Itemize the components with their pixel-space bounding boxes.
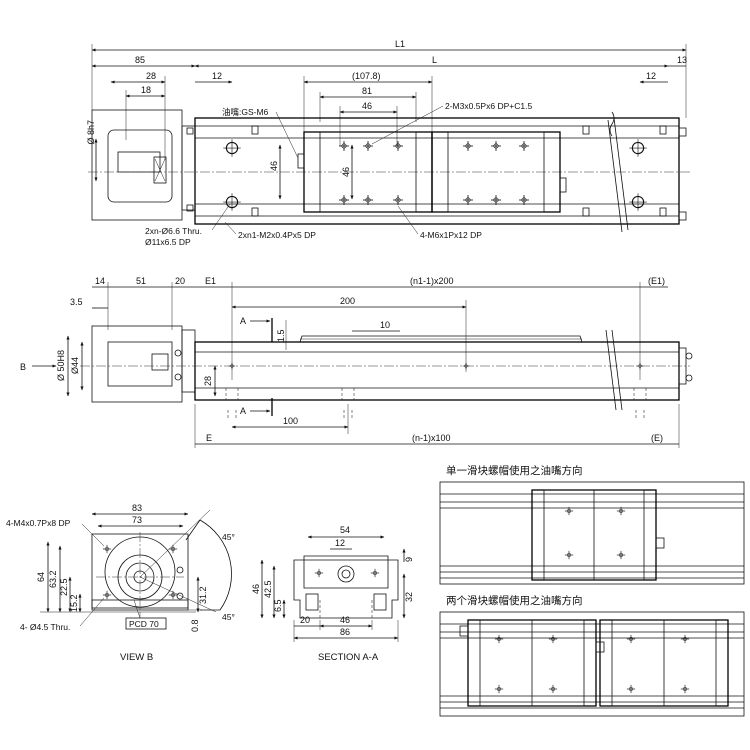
dim-0-8: 0.8 <box>190 619 200 632</box>
dim-46b-sec: 46 <box>340 615 350 625</box>
dim-14: 14 <box>95 276 105 286</box>
counterbore-label: Ø11x6.5 DP <box>145 237 191 247</box>
dim-phi50: Ø 50H8 <box>56 350 66 381</box>
dim-28: 28 <box>146 71 156 81</box>
dim-12-right: 12 <box>646 71 656 81</box>
dim-E1-left: E1 <box>205 276 216 286</box>
tap-label-3: 4-M6x1Px12 DP <box>420 230 482 240</box>
oil-nipple-label: 油嘴:GS-M6 <box>222 107 269 117</box>
dim-E-right: (E) <box>651 433 663 443</box>
dim-46-v1: 46 <box>269 161 279 171</box>
dim-86: 86 <box>340 627 350 637</box>
dim-54: 54 <box>340 525 350 535</box>
section-aa-title: SECTION A-A <box>318 652 379 663</box>
tap-label-2: 2xn1-M2x0.4Px5 DP <box>238 230 316 240</box>
dim-100: 100 <box>283 416 298 426</box>
view-b-tap-label: 4-M4x0.7Px8 DP <box>6 518 71 528</box>
dim-85: 85 <box>135 55 145 65</box>
dim-200: 200 <box>340 296 355 306</box>
dim-L: L <box>432 55 437 65</box>
view-b-title: VIEW B <box>120 652 153 663</box>
inset-single: 单一滑块螺帽使用之油嘴方向 <box>439 464 745 585</box>
dim-6-5: 6.5 <box>273 599 283 612</box>
dim-E-left: E <box>206 433 212 443</box>
side-view: 14 51 20 E1 (n1-1)x200 (E1) 3.5 200 10 1… <box>20 276 693 448</box>
dim-42-5: 42.5 <box>263 580 273 598</box>
dim-15-2: 15.2 <box>69 594 79 612</box>
top-view: L1 L 85 13 28 18 12 12 (107.8) 81 46 <box>86 39 692 247</box>
dim-51: 51 <box>136 276 146 286</box>
dim-64: 64 <box>36 572 46 582</box>
dim-20-sec: 20 <box>300 615 310 625</box>
angle-45-bottom: 45° <box>222 612 235 622</box>
dim-L1: L1 <box>395 39 405 49</box>
dim-phi8: Ø 8h7 <box>86 120 96 145</box>
dim-32: 32 <box>404 592 414 602</box>
dim-10: 10 <box>380 320 390 330</box>
tap-label-1: 2-M3x0.5Px6 DP+C1.5 <box>445 101 532 111</box>
dim-28-side: 28 <box>203 376 213 386</box>
section-a-bottom: A <box>240 406 246 416</box>
dim-81: 81 <box>362 86 372 96</box>
dim-1-5: 1.5 <box>276 329 286 342</box>
dim-pitch-bottom: (n-1)x100 <box>412 433 451 443</box>
dim-13: 13 <box>677 55 687 65</box>
section-a-top: A <box>240 316 246 326</box>
angle-45-top: 45° <box>222 532 235 542</box>
thru-hole-label: 2xn-Ø6.6 Thru. <box>145 226 202 236</box>
dim-pitch-top: (n1-1)x200 <box>410 276 454 286</box>
dim-18: 18 <box>141 85 151 95</box>
dim-22-5: 22.5 <box>59 578 69 596</box>
dim-12-sec: 12 <box>335 538 345 548</box>
dim-phi44: Ø44 <box>70 357 80 374</box>
dim-73: 73 <box>132 515 142 525</box>
dim-E1-right: (E1) <box>648 276 665 286</box>
arrow-b-label: B <box>20 362 26 372</box>
inset-double: 两个滑块螺帽使用之油嘴方向 <box>439 594 745 717</box>
dim-107-8: (107.8) <box>352 71 381 81</box>
inset-double-title: 两个滑块螺帽使用之油嘴方向 <box>446 594 583 607</box>
dim-46-v2: 46 <box>341 167 351 177</box>
dim-9: 9 <box>404 557 414 562</box>
dim-46-top: 46 <box>362 101 372 111</box>
inset-single-title: 单一滑块螺帽使用之油嘴方向 <box>446 464 583 477</box>
dim-63-2: 63.2 <box>48 570 58 588</box>
dim-83: 83 <box>132 503 142 513</box>
dim-31-2: 31.2 <box>198 586 208 604</box>
dim-12-left: 12 <box>212 71 222 81</box>
section-aa: 54 12 9 32 46 42.5 6.5 20 46 86 SECTION … <box>251 525 414 663</box>
view-b: 83 73 4-M4x0.7Px8 DP 45° 45° 64 63.2 22.… <box>6 503 235 663</box>
dim-3-5: 3.5 <box>70 297 83 307</box>
dim-46-sec: 46 <box>251 584 261 594</box>
dim-20: 20 <box>175 276 185 286</box>
view-b-thru-label: 4- Ø4.5 Thru. <box>20 622 70 632</box>
pcd-label: PCD 70 <box>129 619 159 629</box>
